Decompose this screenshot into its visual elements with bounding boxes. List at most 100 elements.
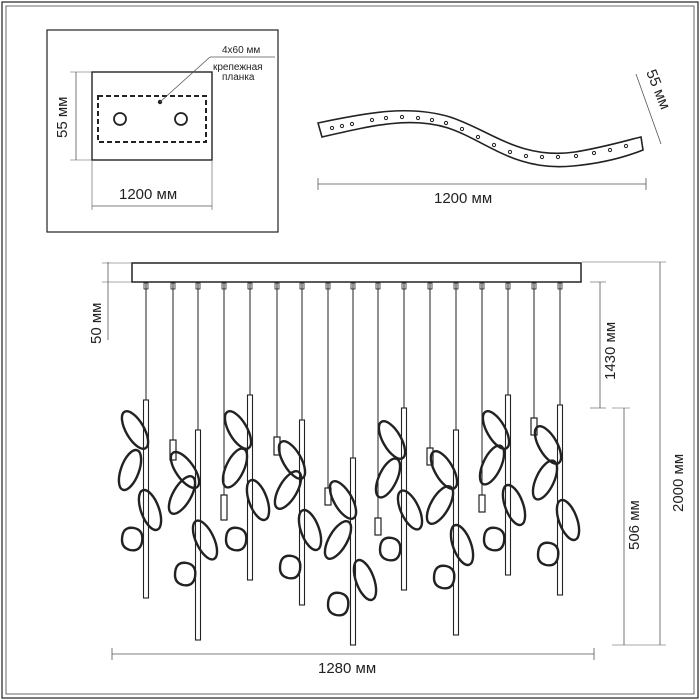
mounting-hole [607,147,613,153]
total-width-label: 1280 мм [318,660,376,677]
glass-leaf [328,480,358,520]
glass-leaf [377,420,407,460]
glass-leaf [167,475,197,515]
spot-light [478,494,486,513]
glass-leaf [533,425,563,465]
led-tube [246,394,254,581]
wire-mount [479,282,485,290]
wire-mount [170,282,176,290]
mounting-hole [339,123,345,129]
wire-mount [325,282,331,290]
mounting-hole [623,143,629,149]
wire-mount [221,282,227,290]
total-height-label: 2000 мм [670,454,687,512]
glass-leaf [478,444,506,486]
wave-base-shape [316,109,644,168]
led-tube [349,457,357,646]
glass-leaf [501,483,527,527]
cluster-label: 506 мм [626,500,643,550]
wire-mount [350,282,356,290]
top-view-frame [46,29,279,233]
glass-leaf [221,447,249,489]
glass-leaf [449,523,475,567]
plate-size-label: 4x60 мм [222,45,260,56]
wire-mount [143,282,149,290]
canopy-outline [91,71,213,161]
glass-leaf [555,498,581,542]
mounting-plate-outline [97,95,207,143]
canopy-offset-label: 50 мм [88,303,105,344]
glass-leaf [137,488,163,532]
wave-height-dim-line [635,73,662,145]
glass-drop [278,554,302,580]
wire-mount [299,282,305,290]
wave-base-view: 1200 мм 55 мм [316,67,674,207]
plate-caption-line1: крепежная [213,62,263,73]
plate-caption-line2: планка [222,72,255,83]
glass-leaf [531,459,559,501]
glass-leaf [297,508,323,552]
glass-drop [224,526,248,552]
wire-mount [557,282,563,290]
glass-drop [536,541,560,567]
glass-leaf [245,478,271,522]
spot-light [374,517,382,536]
glass-leaf [191,519,219,561]
mounting-hole [491,142,497,148]
glass-drop [120,526,144,552]
wave-width-label: 1200 мм [434,190,492,207]
mounting-hole [429,117,435,123]
glass-leaf [277,440,307,480]
mounting-hole [415,115,421,121]
canopy-bar [131,262,582,283]
mounting-hole [369,117,375,123]
wire-mount [505,282,511,290]
glass-drop [378,536,402,562]
wire-mount [195,282,201,290]
mounting-hole [349,121,355,127]
mounting-hole [523,153,529,159]
wave-mounting-holes [329,114,629,160]
glass-drop [432,564,456,590]
spot-light [220,494,228,521]
glass-leaf [352,558,378,602]
chandelier-front-view: 50 мм 1430 мм 506 мм 2000 мм 1280 мм [88,261,687,677]
mounting-hole [329,125,335,131]
glass-leaf [425,485,455,525]
wire-mount [453,282,459,290]
wire-mount [274,282,280,290]
wire-mount [375,282,381,290]
glass-leaf [223,410,253,450]
wire-mount [531,282,537,290]
pendant-group [117,282,581,646]
wire-mount [427,282,433,290]
glass-leaf [117,448,143,492]
mounting-hole [459,126,465,132]
glass-leaf [120,410,150,450]
glass-drop [482,526,506,552]
glass-leaf [481,410,511,450]
glass-drop [326,591,350,617]
mounting-hole-left [113,112,127,126]
mounting-hole-right [174,112,188,126]
top-view-width-label: 1200 мм [119,186,177,203]
mounting-hole [539,154,545,160]
mounting-hole [383,115,389,121]
led-tube [400,407,408,591]
wire-mount [247,282,253,290]
mounting-hole [555,154,561,160]
mounting-hole [573,153,579,159]
mounting-hole [475,134,481,140]
glass-drop [173,561,197,587]
glass-leaf [374,457,402,499]
suspension-label: 1430 мм [602,322,619,380]
plate-leader-line [159,56,211,103]
led-tube [194,429,202,641]
mounting-hole [507,149,513,155]
led-tube [452,429,460,636]
mounting-hole [399,114,405,120]
top-view-height-label: 55 мм [54,97,71,138]
led-tube [142,399,150,599]
mounting-hole [591,150,597,156]
